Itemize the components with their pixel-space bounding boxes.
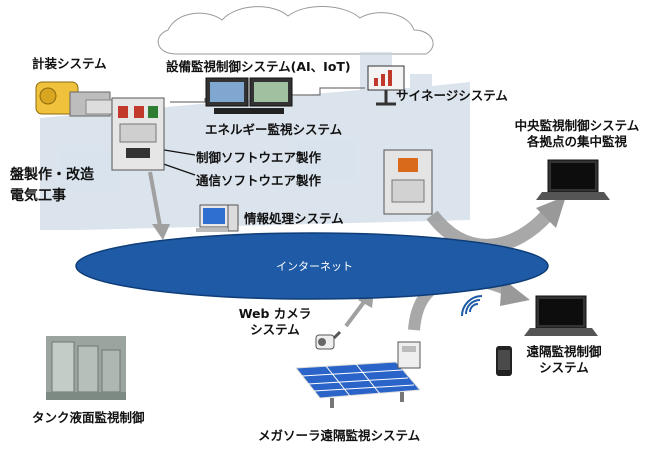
desktop-computer <box>196 204 239 232</box>
label-tank: タンク液面監視制御 <box>32 410 145 425</box>
laptop-central <box>536 159 610 200</box>
label-control-software: 制御ソフトウエア製作 <box>196 150 322 165</box>
energy-monitor-screens <box>205 77 293 114</box>
arrow-head <box>536 196 566 228</box>
instrumentation-machine <box>35 81 123 117</box>
label-facility-monitoring: 設備監視制御システム(AI、IoT) <box>166 59 351 74</box>
laptop-remote <box>524 295 598 336</box>
solar-panel-array <box>295 361 422 408</box>
factory-window <box>60 150 120 190</box>
label-internet: インターネット <box>276 260 353 273</box>
smartphone <box>496 346 512 376</box>
arrow-head <box>152 224 170 240</box>
label-mega-solar: メガソーラ遠隔監視システム <box>258 428 421 443</box>
label-remote-line2: システム <box>539 360 589 375</box>
arrow-webcam-to-net <box>344 300 366 328</box>
label-comm-software: 通信ソフトウエア製作 <box>196 173 322 188</box>
web-camera <box>315 330 342 350</box>
label-central-line2: 各拠点の集中監視 <box>526 134 627 149</box>
label-panel-line2: 電気工事 <box>10 188 66 204</box>
control-panel <box>111 97 165 171</box>
arrow-factory-to-net <box>148 171 162 227</box>
label-info-processing: 情報処理システム <box>244 211 344 226</box>
label-energy-monitoring: エネルギー監視システム <box>205 122 343 137</box>
factory-building <box>40 52 470 230</box>
internet-ellipse <box>75 232 549 300</box>
solar-control-box <box>397 341 421 369</box>
label-signage: サイネージシステム <box>396 88 508 103</box>
factory-window <box>295 140 355 180</box>
label-webcam-line2: システム <box>250 322 300 337</box>
connection-line <box>290 87 365 96</box>
label-central-line1: 中央監視制御システム <box>514 118 640 133</box>
tank-photo <box>46 336 126 400</box>
wifi-icon <box>461 295 483 317</box>
cloud-shape <box>157 6 434 55</box>
signage-stand <box>367 65 405 106</box>
central-control-panel <box>383 149 433 215</box>
label-webcam-line1: Web カメラ <box>238 306 312 321</box>
label-panel-line1: 盤製作・改造 <box>10 167 94 183</box>
connection-line <box>170 98 206 103</box>
label-instrumentation: 計装システム <box>32 56 107 71</box>
label-remote-line1: 遠隔監視制御 <box>526 344 602 359</box>
